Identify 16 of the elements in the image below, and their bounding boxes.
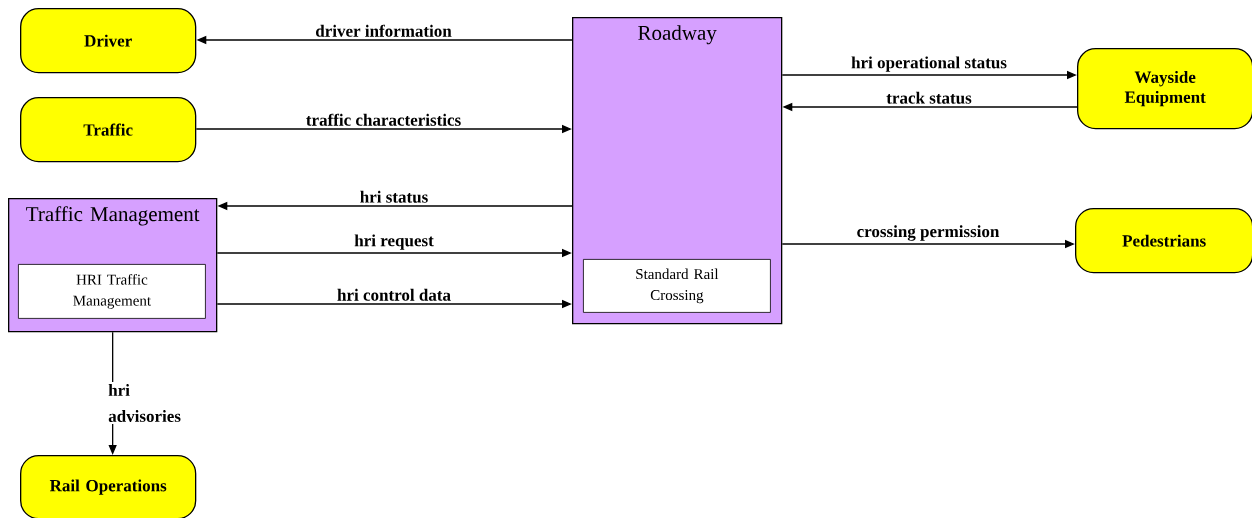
terminator-box: Wayside Equipment [1077,48,1252,130]
edge-label: driver information [313,22,454,39]
terminator-box: Rail Operations [20,455,197,518]
edge-label: hri operational status [849,54,1009,74]
edge-label: hri control data [335,286,453,303]
edge-label: traffic characteristics [303,111,464,128]
edge-label: track status [884,89,974,106]
terminator-box: Pedestrians [1075,208,1252,274]
edge-label: hri request [352,232,436,252]
edge-label: hri advisories [106,382,181,424]
edge-label: hri status [357,188,431,205]
terminator-box: Traffic [20,97,197,163]
subprocess-box: Standard Rail Crossing [583,259,771,313]
terminator-box: Driver [20,8,197,74]
subprocess-box: HRI Traffic Management [18,264,206,319]
edge-label: crossing permission [854,223,1002,243]
